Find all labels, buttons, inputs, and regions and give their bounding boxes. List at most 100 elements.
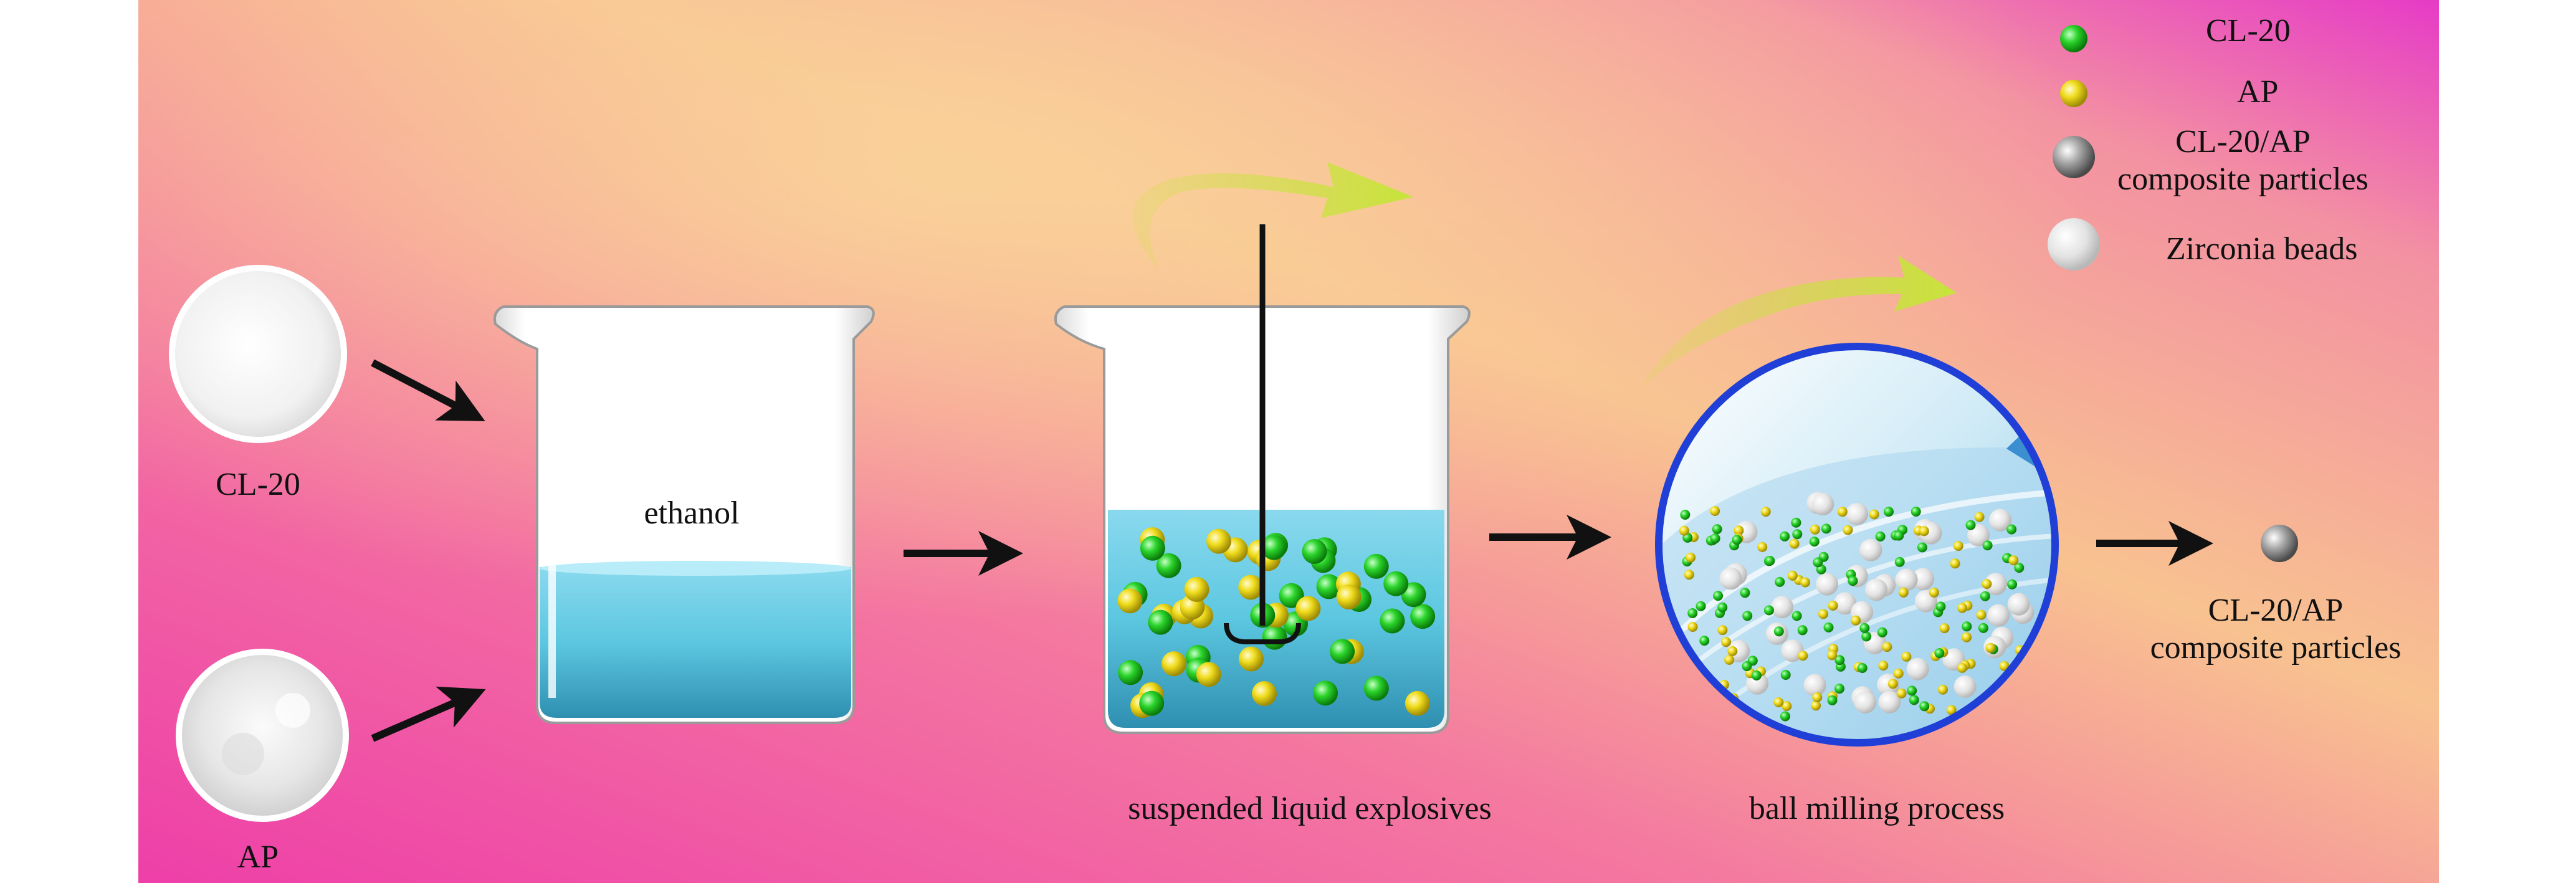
cl20-particle bbox=[1316, 574, 1342, 599]
cl20-particle bbox=[2014, 563, 2025, 573]
ball-milling-label: ball milling process bbox=[1748, 791, 2005, 826]
ap-particle bbox=[1295, 596, 1321, 621]
ap-particle bbox=[1184, 576, 1209, 602]
zirconia-bead bbox=[1985, 573, 2007, 596]
cl20-particle bbox=[1894, 556, 1905, 567]
legend-composite-icon bbox=[2053, 136, 2095, 178]
ap-particle bbox=[1957, 662, 1967, 673]
cl20-particle bbox=[1773, 626, 1784, 637]
ap-particle bbox=[1687, 622, 1698, 632]
cl20-particle bbox=[1911, 507, 1921, 517]
ap-particle bbox=[1828, 600, 1838, 611]
suspension-label: suspended liquid explosives bbox=[1128, 791, 1492, 826]
cl20-particle bbox=[1380, 608, 1405, 634]
cl20-particle bbox=[1261, 535, 1287, 560]
ap-to-beaker-arrow bbox=[371, 686, 486, 742]
ap-particle bbox=[1782, 701, 1792, 712]
ap-particle bbox=[1893, 668, 1904, 679]
ap-particle bbox=[1727, 646, 1738, 656]
cl20-particle bbox=[1884, 507, 1894, 517]
ap-particle bbox=[1196, 662, 1221, 687]
ap-particle bbox=[1818, 609, 1828, 619]
zirconia-bead bbox=[1865, 578, 1888, 601]
cl20-powder-dish bbox=[169, 265, 347, 443]
ap-particle bbox=[1982, 579, 1992, 589]
cl20-particle bbox=[1978, 623, 1988, 633]
stirrer-blade bbox=[1224, 623, 1301, 644]
cl20-particle bbox=[1935, 601, 1946, 612]
cl20-particle bbox=[2007, 579, 2018, 589]
legend-composite-label: CL-20/AP composite particles bbox=[2117, 124, 2368, 197]
ap-particle bbox=[1896, 688, 1907, 699]
ap-particle bbox=[1117, 588, 1143, 614]
zirconia-bead bbox=[1878, 690, 1901, 714]
zirconia-bead bbox=[1953, 675, 1977, 698]
legend-cl20-label: CL-20 bbox=[2206, 13, 2291, 49]
zirconia-bead bbox=[1846, 502, 1869, 525]
zirconia-bead bbox=[1987, 604, 2010, 627]
ap-particle bbox=[1252, 681, 1277, 706]
cl20-particle bbox=[1712, 524, 1722, 535]
cl20-particle bbox=[1792, 529, 1803, 540]
zirconia-bead bbox=[1989, 508, 2012, 532]
product-label: CL-20/AP composite particles bbox=[2150, 593, 2402, 666]
zirconia-bead bbox=[1781, 639, 1804, 662]
cl20-particle bbox=[2006, 524, 2017, 535]
ap-particle bbox=[1962, 632, 1972, 642]
ap-particle bbox=[1238, 646, 1264, 672]
cl20-particle bbox=[1765, 556, 1775, 566]
zirconia-bead bbox=[1816, 573, 1839, 596]
cl20-particle bbox=[1710, 533, 1720, 544]
zirconia-bead bbox=[1834, 592, 1856, 615]
legend-cl20-icon bbox=[2060, 25, 2087, 52]
ap-particle bbox=[1206, 528, 1231, 554]
legend bbox=[2048, 25, 2100, 270]
ap-particle bbox=[1734, 525, 1744, 536]
cl20-particle bbox=[1809, 537, 1820, 547]
ap-particle bbox=[1724, 654, 1735, 665]
ap-particle bbox=[1721, 637, 1731, 647]
ap-particle bbox=[1837, 507, 1848, 517]
zirconia-bead bbox=[1803, 674, 1826, 697]
cl20-particle bbox=[1934, 648, 1945, 659]
zirconia-bead bbox=[1912, 568, 1935, 591]
cl20-particle bbox=[1139, 690, 1165, 716]
cl20-particle bbox=[1148, 609, 1173, 635]
ap-particle bbox=[1686, 552, 1696, 563]
ap-particle bbox=[1787, 570, 1798, 581]
cl20-particle bbox=[1797, 625, 1808, 636]
ap-particle bbox=[1238, 575, 1264, 600]
zirconia-bead bbox=[2007, 593, 2030, 616]
ap-particle bbox=[1878, 661, 1889, 671]
cl20-particle bbox=[1827, 695, 1838, 705]
cl20-particle bbox=[1909, 695, 1919, 705]
ap-particle bbox=[1773, 697, 1784, 707]
cl20-particle bbox=[1857, 663, 1868, 673]
ap-particle bbox=[1827, 650, 1838, 661]
cl20-particle bbox=[1965, 520, 1976, 530]
cl20-particle bbox=[1740, 588, 1750, 598]
cl20-particle bbox=[1363, 675, 1389, 701]
cl20-particle bbox=[1763, 605, 1774, 616]
ap-particle bbox=[1810, 524, 1820, 535]
legend-zirconia-icon bbox=[2048, 218, 2100, 270]
ap-particle bbox=[1812, 692, 1823, 702]
ap-particle bbox=[1976, 609, 1987, 620]
ap-particle bbox=[1405, 690, 1430, 716]
ap-particle bbox=[1869, 509, 1879, 520]
cl20-particle bbox=[1875, 531, 1886, 542]
cl20-particle bbox=[1363, 553, 1389, 579]
cl20-particle bbox=[1742, 661, 1752, 671]
cl20-particle bbox=[1780, 531, 1790, 542]
ap-particle bbox=[1760, 507, 1771, 517]
ap-particle bbox=[1851, 615, 1861, 626]
ethanol-beaker bbox=[493, 305, 875, 724]
ap-particle bbox=[1985, 642, 1996, 653]
cl20-particle bbox=[1894, 530, 1904, 541]
cl20-particle bbox=[1823, 622, 1834, 632]
legend-zirconia-label: Zirconia beads bbox=[2166, 231, 2358, 267]
cl20-particle bbox=[1687, 608, 1698, 618]
cl20-particle bbox=[1791, 517, 1801, 528]
ap-input-label: AP bbox=[237, 839, 279, 875]
